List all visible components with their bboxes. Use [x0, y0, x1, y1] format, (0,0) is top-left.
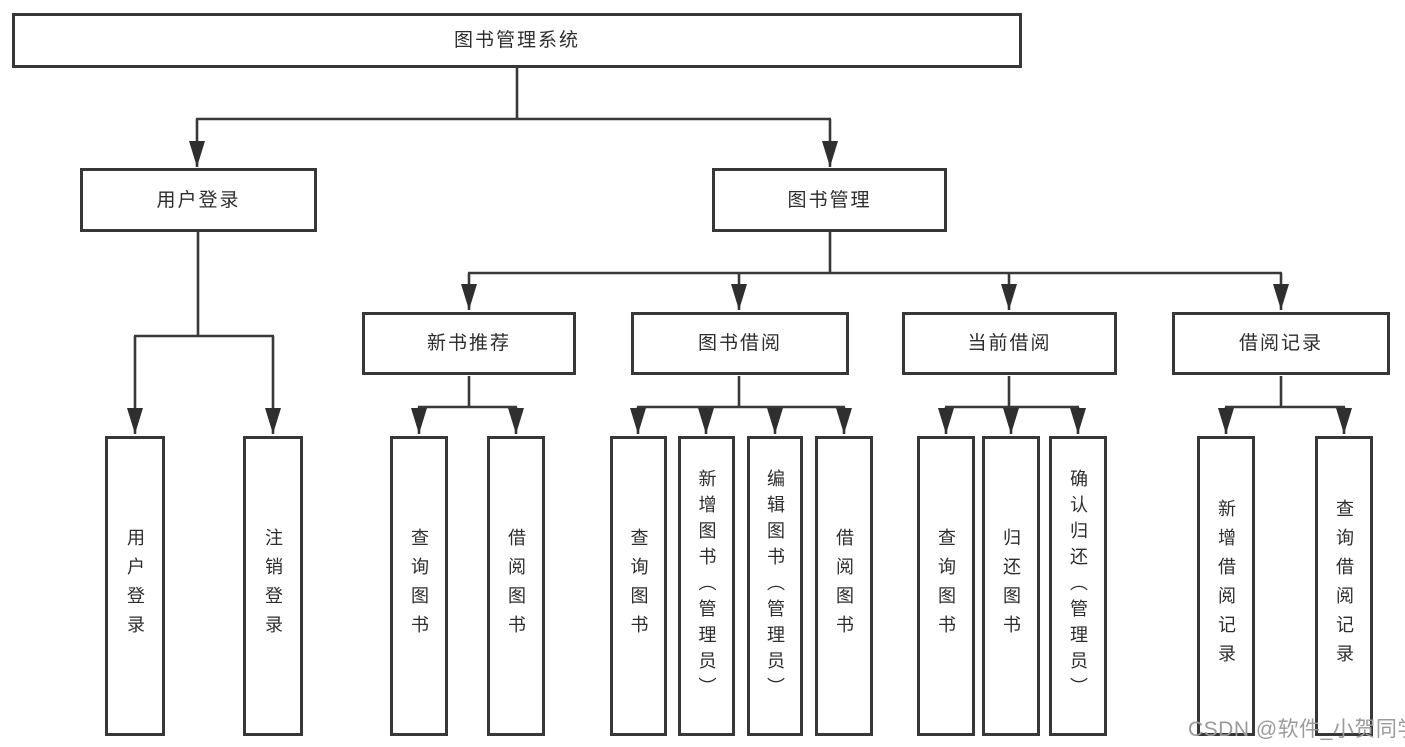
leaf-user-login-label: 用户登录	[125, 528, 145, 644]
node-borrow-records-label: 借阅记录	[1238, 333, 1323, 354]
node-root: 图书管理系统	[12, 13, 1022, 68]
leaf-cb-query: 查询图书	[917, 436, 975, 736]
leaf-logout-label: 注销登录	[263, 528, 283, 644]
csdn-watermark: CSDN @软件_小贺同学	[1188, 718, 1405, 741]
leaf-nbr-borrow-label: 借阅图书	[506, 528, 526, 644]
node-new-book-rec-label: 新书推荐	[426, 333, 511, 354]
leaf-bb-edit: 编辑图书（管理员）	[747, 436, 803, 736]
node-new-book-rec: 新书推荐	[362, 312, 576, 375]
node-root-label: 图书管理系统	[453, 30, 580, 51]
leaf-bb-query: 查询图书	[610, 436, 667, 736]
leaf-user-login: 用户登录	[105, 436, 165, 736]
leaf-nbr-borrow: 借阅图书	[487, 436, 545, 736]
node-book-borrow-label: 图书借阅	[697, 333, 782, 354]
node-book-borrow: 图书借阅	[631, 312, 849, 375]
leaf-bb-edit-label: 编辑图书（管理员）	[765, 469, 785, 703]
leaf-bb-add-label: 新增图书（管理员）	[696, 469, 717, 703]
node-book-mgmt: 图书管理	[712, 168, 947, 232]
node-user-login: 用户登录	[80, 168, 317, 232]
leaf-br-query-label: 查询借阅记录	[1334, 499, 1354, 673]
leaf-logout: 注销登录	[243, 436, 303, 736]
leaf-bb-add: 新增图书（管理员）	[678, 436, 735, 736]
node-borrow-records: 借阅记录	[1172, 312, 1390, 375]
leaf-bb-borrow: 借阅图书	[815, 436, 873, 736]
leaf-cb-confirm-label: 确认归还（管理员）	[1068, 469, 1088, 703]
leaf-br-add: 新增借阅记录	[1197, 436, 1255, 736]
node-current-borrow-label: 当前借阅	[967, 333, 1052, 354]
leaf-cb-return-label: 归还图书	[1001, 528, 1021, 644]
leaf-cb-confirm: 确认归还（管理员）	[1049, 436, 1107, 736]
leaf-cb-query-label: 查询图书	[936, 528, 956, 644]
leaf-br-query: 查询借阅记录	[1315, 436, 1373, 736]
node-current-borrow: 当前借阅	[902, 312, 1117, 375]
leaf-bb-borrow-label: 借阅图书	[834, 528, 854, 644]
leaf-nbr-query-label: 查询图书	[409, 528, 429, 644]
leaf-cb-return: 归还图书	[982, 436, 1040, 736]
node-user-login-label: 用户登录	[156, 189, 241, 211]
node-book-mgmt-label: 图书管理	[787, 189, 872, 211]
leaf-bb-query-label: 查询图书	[628, 528, 649, 644]
leaf-nbr-query: 查询图书	[390, 436, 448, 736]
leaf-br-add-label: 新增借阅记录	[1216, 499, 1236, 673]
